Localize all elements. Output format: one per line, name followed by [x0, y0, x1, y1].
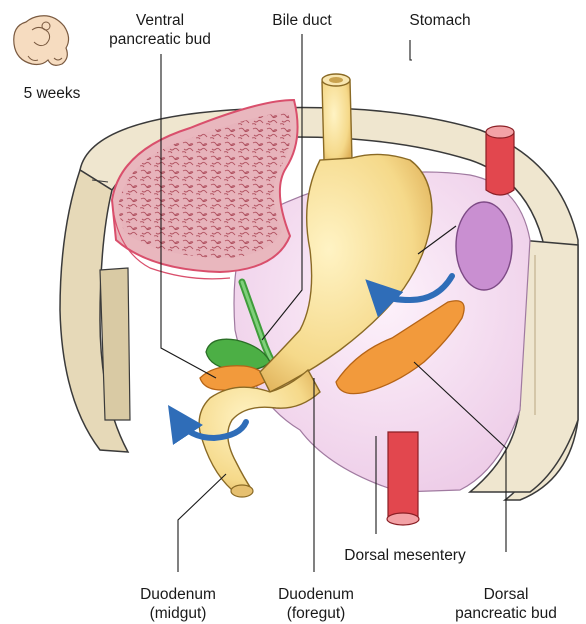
label-duodenum-midgut-line2: (midgut)	[150, 605, 207, 622]
stage-label: 5 weeks	[24, 85, 81, 102]
embryo-icon	[14, 16, 69, 66]
label-stomach: Stomach	[409, 12, 470, 29]
label-dorsal-pancreatic-bud-line1: Dorsal	[484, 586, 529, 603]
label-duodenum-midgut-line1: Duodenum	[140, 586, 216, 603]
label-ventral-pancreatic-bud-line1: Ventral	[136, 12, 184, 29]
label-duodenum-foregut-line2: (foregut)	[287, 605, 346, 622]
label-duodenum-foregut-line1: Duodenum	[278, 586, 354, 603]
aorta-top	[486, 126, 514, 195]
aorta-bottom	[387, 432, 419, 525]
spleen	[456, 202, 512, 290]
label-bile-duct: Bile duct	[272, 12, 332, 29]
label-dorsal-pancreatic-bud-line2: pancreatic bud	[455, 605, 557, 622]
label-dorsal-mesentery: Dorsal mesentery	[344, 547, 466, 564]
label-ventral-pancreatic-bud-line2: pancreatic bud	[109, 31, 211, 48]
